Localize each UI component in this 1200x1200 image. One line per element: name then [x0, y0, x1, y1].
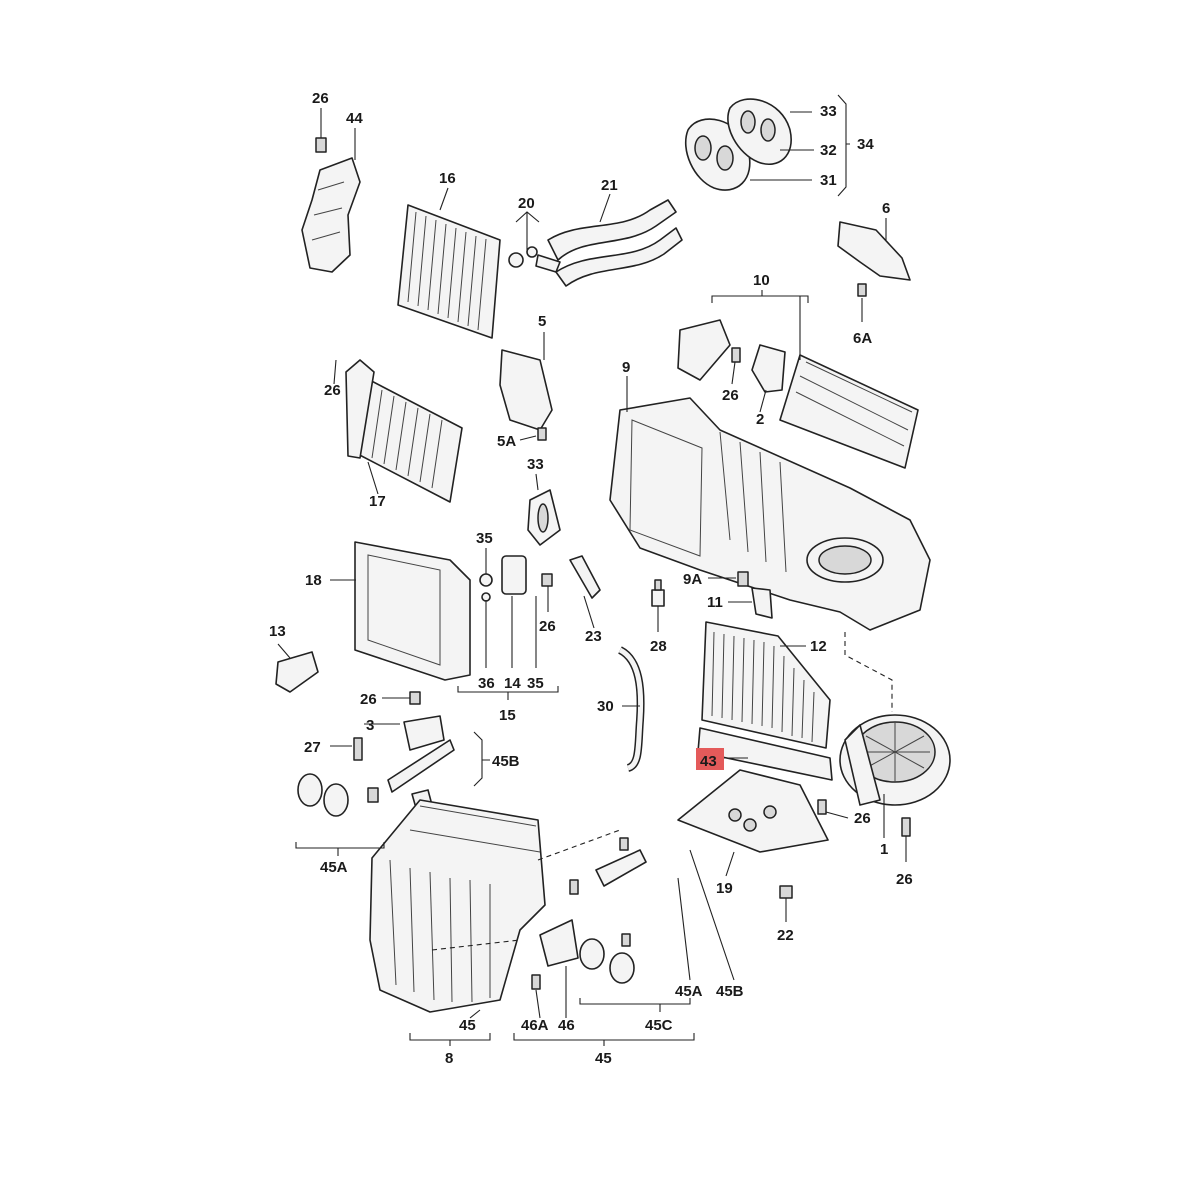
- callout-26: 26: [324, 382, 341, 399]
- part-45-components: [531, 837, 647, 990]
- part-23-fitting: [541, 555, 601, 599]
- callout-1: 1: [880, 841, 888, 858]
- callout-5a: 5A: [497, 433, 516, 450]
- callout-5: 5: [538, 313, 546, 330]
- part-19-cover: [677, 769, 829, 853]
- leader-lines: [277, 94, 907, 1046]
- callout-22: 22: [777, 927, 794, 944]
- part-10-recirculation: [677, 319, 919, 469]
- callout-26: 26: [896, 871, 913, 888]
- part-12-cabin-filter: [701, 621, 831, 749]
- callout-15: 15: [499, 707, 516, 724]
- part-20-clips: [508, 246, 561, 273]
- callout-23: 23: [585, 628, 602, 645]
- callout-45b: 45B: [492, 753, 520, 770]
- highlight-43-box: [696, 748, 724, 770]
- callout-43: 43: [700, 753, 717, 770]
- callout-labels: 26 44 16 20 21 33 32 31 34 6 6A 10 5 5A …: [269, 90, 913, 1067]
- part-1-blower: [839, 714, 951, 806]
- callout-33: 33: [820, 103, 837, 120]
- callout-21: 21: [601, 177, 618, 194]
- callout-45: 45: [595, 1050, 612, 1067]
- callout-6a: 6A: [853, 330, 872, 347]
- callout-12: 12: [810, 638, 827, 655]
- part-21-pipes: [547, 199, 683, 287]
- part-30-hose: [617, 646, 645, 772]
- callout-30: 30: [597, 698, 614, 715]
- part-13-servo: [275, 651, 319, 693]
- callout-11: 11: [707, 594, 723, 611]
- part-6-bracket: [837, 221, 911, 297]
- callout-28: 28: [650, 638, 667, 655]
- callout-45c: 45C: [645, 1017, 673, 1034]
- callout-45a: 45A: [675, 983, 703, 1000]
- part-18-filter-housing: [354, 541, 471, 681]
- part-44-duct-bracket: [301, 137, 361, 273]
- callout-35: 35: [476, 530, 493, 547]
- callout-35: 35: [527, 675, 544, 692]
- part-5-bracket: [499, 349, 553, 441]
- part-16-heater-core: [397, 204, 501, 339]
- callout-8: 8: [445, 1050, 453, 1067]
- part-28-sensor: [651, 579, 665, 607]
- callout-9a: 9A: [683, 571, 702, 588]
- part-31-33-seals: [684, 98, 792, 191]
- callout-9: 9: [622, 359, 630, 376]
- part-45a-gears: [297, 773, 379, 817]
- part-17-evaporator: [345, 359, 463, 503]
- callout-6: 6: [882, 200, 890, 217]
- part-43-plate: [697, 727, 833, 781]
- callout-26: 26: [360, 691, 377, 708]
- callout-45a: 45A: [320, 859, 348, 876]
- callout-18: 18: [305, 572, 322, 589]
- callout-34: 34: [857, 136, 874, 153]
- callout-10: 10: [753, 272, 770, 289]
- part-9-housing: [609, 397, 931, 631]
- callout-13: 13: [269, 623, 286, 640]
- callout-17: 17: [369, 493, 386, 510]
- callout-45b: 45B: [716, 983, 744, 1000]
- callout-33: 33: [527, 456, 544, 473]
- part-8-distribution-housing: [369, 799, 546, 1013]
- callout-2: 2: [756, 411, 764, 428]
- callout-19: 19: [716, 880, 733, 897]
- part-33-seal: [527, 489, 561, 546]
- callout-20: 20: [518, 195, 535, 212]
- part-9a-11-clips: [737, 571, 773, 619]
- callout-26: 26: [539, 618, 556, 635]
- callout-46a: 46A: [521, 1017, 549, 1034]
- callout-3: 3: [366, 717, 374, 734]
- callout-26: 26: [722, 387, 739, 404]
- callout-45: 45: [459, 1017, 476, 1034]
- callout-14: 14: [504, 675, 521, 692]
- callout-27: 27: [304, 739, 321, 756]
- callout-36: 36: [478, 675, 495, 692]
- callout-26: 26: [854, 810, 871, 827]
- callout-16: 16: [439, 170, 456, 187]
- callout-44: 44: [346, 110, 363, 127]
- part-14-valve: [479, 555, 527, 602]
- callout-46: 46: [558, 1017, 575, 1034]
- callout-26: 26: [312, 90, 329, 107]
- callout-31: 31: [820, 172, 837, 189]
- callout-32: 32: [820, 142, 837, 159]
